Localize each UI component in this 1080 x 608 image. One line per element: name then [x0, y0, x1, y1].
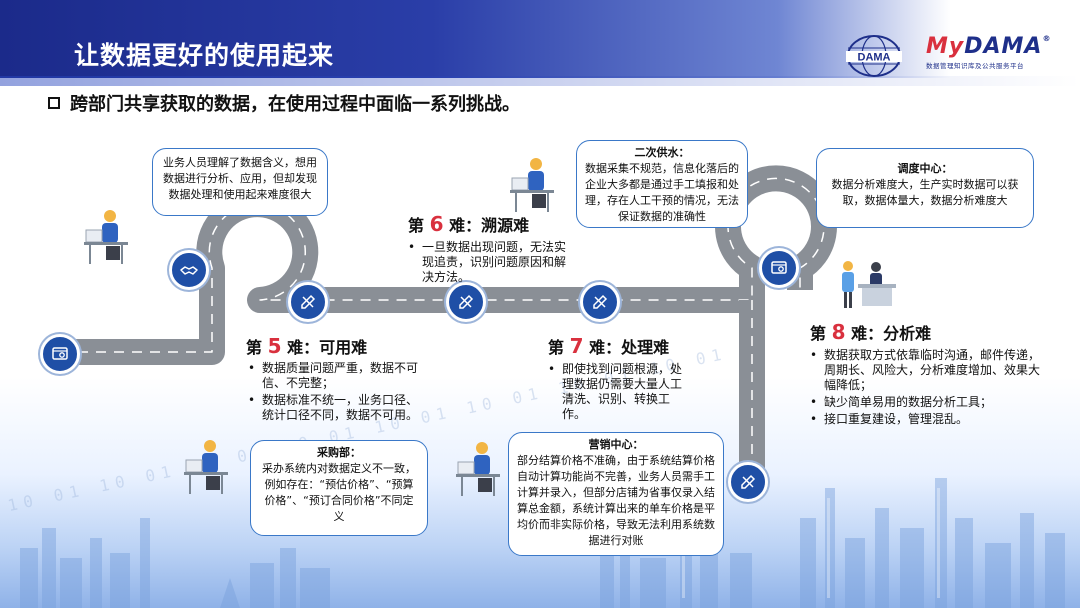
mydama-my: My [926, 34, 965, 59]
bubble-sales-text: 部分结算价格不准确，由于系统结算价格自动计算功能尚不完善，业务人员需手工计算并录… [517, 454, 715, 547]
step-6-list: 一旦数据出现问题，无法实现追责，识别问题原因和解决方法。 [408, 240, 568, 287]
handshake-icon [169, 250, 209, 290]
speech-bubble-sales: 营销中心： 部分结算价格不准确，由于系统结算价格自动计算功能尚不完善，业务人员需… [508, 432, 724, 556]
page-title: 让数据更好的使用起来 [74, 41, 335, 70]
pencil-ruler-icon [728, 462, 768, 502]
bubble-supply-title: 二次供水： [634, 146, 690, 159]
bubble-dispatch-text: 数据分析难度大，生产实时数据可以获取，数据体量大，数据分析难度大 [831, 178, 1019, 207]
speech-bubble-purchase: 采购部： 采办系统内对数据定义不一致，例如存在：“预估价格”、“预算价格”、“预… [250, 440, 428, 536]
speech-bubble-dispatch: 调度中心： 数据分析难度大，生产实时数据可以获取，数据体量大，数据分析难度大 [816, 148, 1034, 228]
step-8-list: 数据获取方式依靠临时沟通，邮件传递，周期长、风险大，分析难度增加、效果大幅降低；… [810, 348, 1046, 429]
bubble-sales-title: 营销中心： [588, 438, 644, 451]
step-5-list: 数据质量问题严重，数据不可信、不完整； 数据标准不统一，业务口径、统计口径不同，… [248, 361, 426, 425]
person-at-desk-illustration [84, 210, 128, 264]
bubble-user-text: 业务人员理解了数据含义，想用数据进行分析、应用，但却发现数据处理和使用起来难度很… [163, 156, 317, 201]
pencil-ruler-icon [580, 282, 620, 322]
two-people-meeting-illustration [842, 261, 896, 308]
bubble-supply-text: 数据采集不规范，信息化落后的企业大多都是通过手工填报和处理，存在人工干预的情况，… [585, 162, 739, 223]
step-7-list: 即使找到问题根源，处理数据仍需要大量人工清洗、识别、转换工作。 [548, 362, 682, 424]
speech-bubble-supply: 二次供水： 数据采集不规范，信息化落后的企业大多都是通过手工填报和处理，存在人工… [576, 140, 748, 228]
checkbox-square-icon [48, 97, 60, 109]
mydama-rest: DAMA [964, 34, 1043, 59]
person-at-desk-illustration [456, 442, 500, 496]
mydama-logo: MyDAMA® 数据管理知识库及公共服务平台 [926, 34, 1052, 70]
list-item: 数据质量问题严重，数据不可信、不完整； [248, 361, 426, 391]
pencil-ruler-icon [288, 282, 328, 322]
list-item: 接口重复建设，管理混乱。 [810, 412, 1046, 427]
svg-text:DAMA: DAMA [858, 52, 891, 64]
step-8-title: 第 8 难：分析难 [810, 320, 932, 344]
city-skyline-illustration [20, 478, 1065, 608]
person-at-desk-illustration [510, 158, 554, 212]
dama-logo: DAMA [844, 34, 904, 78]
list-item: 即使找到问题根源，处理数据仍需要大量人工清洗、识别、转换工作。 [548, 362, 682, 422]
speech-bubble-user: 业务人员理解了数据含义，想用数据进行分析、应用，但却发现数据处理和使用起来难度很… [152, 148, 328, 216]
subtitle-row: 跨部门共享获取的数据，在使用过程中面临一系列挑战。 [48, 90, 520, 116]
subtitle: 跨部门共享获取的数据，在使用过程中面临一系列挑战。 [70, 94, 520, 115]
step-5-title: 第 5 难：可用难 [246, 334, 368, 358]
list-item: 数据标准不统一，业务口径、统计口径不同，数据不可用。 [248, 393, 426, 423]
list-item: 一旦数据出现问题，无法实现追责，识别问题原因和解决方法。 [408, 240, 568, 285]
header-band [0, 0, 1080, 86]
step-7-title: 第 7 难：处理难 [548, 334, 670, 358]
list-item: 缺少简单易用的数据分析工具； [810, 395, 1046, 410]
bubble-purchase-text: 采办系统内对数据定义不一致，例如存在：“预估价格”、“预算价格”、“预订合同价格… [262, 462, 416, 523]
list-item: 数据获取方式依靠临时沟通，邮件传递，周期长、风险大，分析难度增加、效果大幅降低； [810, 348, 1046, 393]
monitor-gear-icon [759, 248, 799, 288]
bubble-purchase-title: 采购部： [317, 446, 361, 459]
step-6-title: 第 6 难：溯源难 [408, 212, 530, 236]
pencil-ruler-icon [446, 282, 486, 322]
mydama-tagline: 数据管理知识库及公共服务平台 [926, 62, 1024, 70]
monitor-gear-icon [40, 334, 80, 374]
bubble-dispatch-title: 调度中心： [897, 162, 953, 175]
person-at-desk-illustration [184, 440, 228, 494]
